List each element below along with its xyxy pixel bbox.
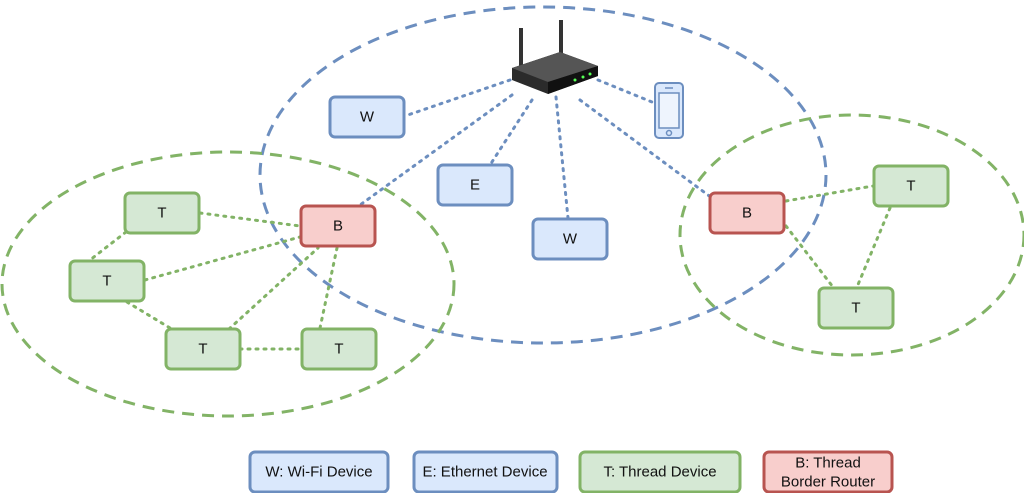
thread-device-node[interactable]: T (817, 286, 895, 330)
link-tr1-tr2 (855, 206, 892, 289)
link-router-e (488, 98, 534, 167)
link-router-b-left (358, 93, 514, 207)
legend-label-line2: Border Router (781, 474, 875, 491)
thread-device-node[interactable]: T (68, 259, 146, 303)
node-label: E (470, 177, 480, 194)
link-router-w1 (403, 78, 512, 118)
node-label: W (360, 109, 375, 126)
legend-label: E: Ethernet Device (422, 464, 547, 481)
link-router-w2 (554, 95, 570, 220)
border-router-node-right[interactable]: B (708, 191, 786, 235)
node-label: B (742, 205, 752, 222)
legend-label: W: Wi-Fi Device (265, 464, 372, 481)
link-tl2-b (143, 235, 302, 282)
thread-network-left-boundary (0, 150, 456, 418)
node-label: T (851, 300, 860, 317)
thread-links (88, 184, 892, 351)
legend-item-wifi: W: Wi-Fi Device (248, 450, 390, 493)
node-label: W (563, 231, 578, 248)
link-router-phone (596, 78, 654, 104)
node-label: T (102, 273, 111, 290)
thread-device-node[interactable]: T (872, 164, 950, 208)
node-label: T (157, 205, 166, 222)
wifi-network-boundary (258, 5, 828, 345)
legend-item-ethernet: E: Ethernet Device (412, 450, 559, 493)
link-tl3-b (227, 246, 320, 331)
legend: W: Wi-Fi Device E: Ethernet Device T: Th… (248, 450, 894, 493)
thread-device-node[interactable]: T (164, 327, 242, 371)
link-br-tr2 (784, 224, 835, 289)
thread-device-node[interactable]: T (300, 327, 378, 371)
wifi-links (358, 78, 714, 220)
link-tl1-b (198, 211, 302, 228)
node-label: T (906, 178, 915, 195)
border-router-node-left[interactable]: B (299, 204, 377, 248)
link-tl1-tl2 (88, 230, 128, 262)
wifi-router-icon (512, 20, 598, 94)
thread-network-right-boundary (678, 113, 1024, 357)
link-br-tr1 (784, 184, 875, 203)
legend-label-line1: B: Thread (795, 455, 861, 472)
wifi-device-node[interactable]: W (328, 95, 406, 139)
node-label: B (333, 218, 343, 235)
link-tl4-b (318, 246, 339, 330)
node-label: T (334, 341, 343, 358)
legend-item-border-router: B: Thread Border Router (762, 450, 894, 493)
thread-device-node[interactable]: T (123, 191, 201, 235)
smartphone-icon (654, 82, 684, 139)
wifi-device-node[interactable]: W (531, 217, 609, 261)
legend-label: T: Thread Device (603, 464, 716, 481)
legend-item-thread: T: Thread Device (578, 450, 742, 493)
ethernet-device-node[interactable]: E (436, 163, 514, 207)
link-tl2-tl3 (125, 300, 172, 330)
link-router-b-right (578, 98, 714, 200)
node-label: T (198, 341, 207, 358)
